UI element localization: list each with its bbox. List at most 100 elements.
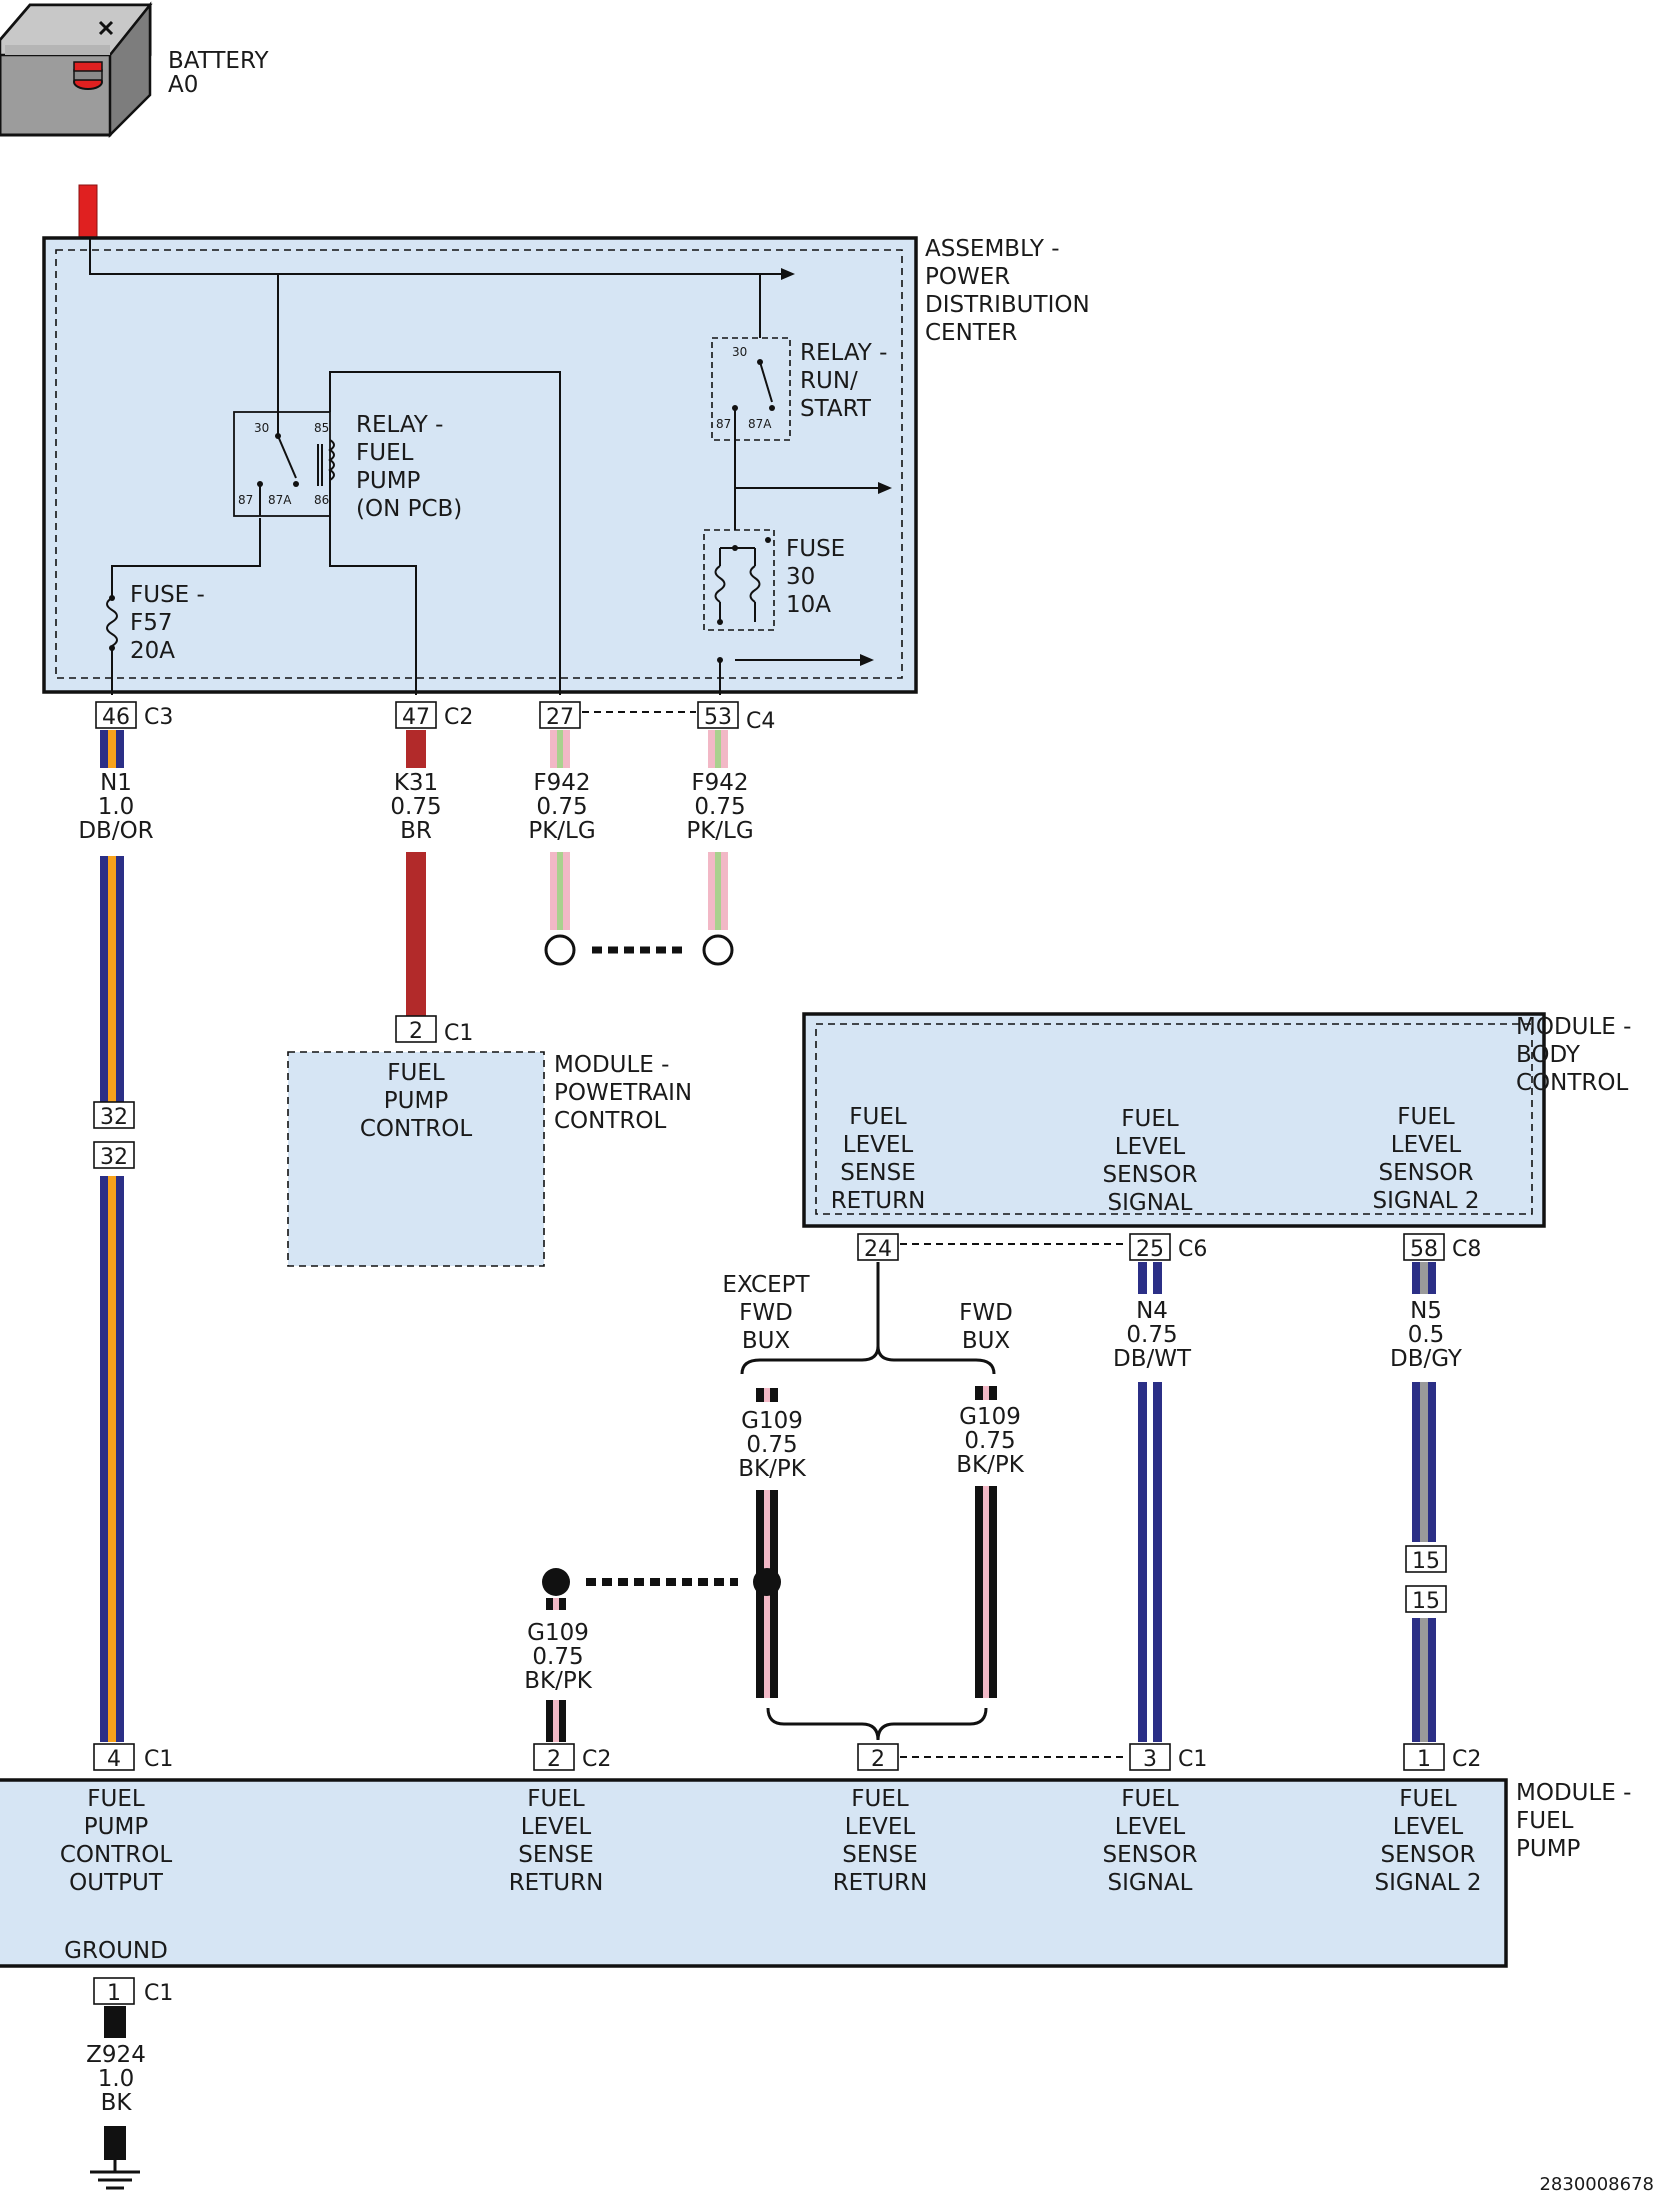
fpm-pin-2-c2	[533, 1743, 575, 1771]
fuse-f57-label: F57	[130, 610, 173, 636]
pdc-internal-boundary	[55, 249, 903, 679]
fpm-pin-function-1: LEVEL	[1393, 1814, 1464, 1840]
fpm-conn-ground: C1	[144, 1981, 173, 2006]
fpm-ground-function: GROUND	[64, 1938, 168, 1964]
wire-g109-a	[753, 1388, 781, 1698]
wire-n5-color: DB/GY	[1390, 1346, 1463, 1372]
inline-connector-32-bottom-label: 32	[100, 1145, 128, 1170]
pdc-title: DISTRIBUTION	[925, 292, 1090, 318]
bcm-pin-function-24: LEVEL	[843, 1132, 914, 1158]
bcm-pin-function-25: LEVEL	[1115, 1134, 1186, 1160]
ground-branch-junction	[740, 1262, 996, 1375]
pcm-function: FUEL	[387, 1060, 445, 1086]
pdc-conn-c4: C4	[746, 709, 775, 734]
fpm-title: PUMP	[1516, 1836, 1581, 1862]
branch-except-fwd-bux: EXCEPT	[722, 1272, 810, 1298]
inline-connector-32-top	[93, 1101, 135, 1129]
fpm-conn-c1: C1	[144, 1747, 173, 1772]
fpm-pin-3-label: 3	[1143, 1747, 1157, 1772]
fuse-30-label: FUSE	[786, 536, 845, 562]
bcm-title: CONTROL	[1516, 1070, 1629, 1096]
pdc-pin-46-label: 46	[102, 705, 130, 730]
relay-run-start-label: RUN/	[800, 368, 858, 394]
relay-fuel-pump-icon	[233, 411, 335, 517]
wire-g109-c-color: BK/PK	[524, 1668, 592, 1694]
fpm-pin-function-2-c1: RETURN	[833, 1870, 928, 1896]
battery-icon	[0, 1, 153, 139]
wire-n4-color: DB/WT	[1113, 1346, 1192, 1372]
pcm-function: CONTROL	[360, 1116, 473, 1142]
fpm-pin-function-3: LEVEL	[1115, 1814, 1186, 1840]
wire-f942-a-gauge: 0.75	[536, 794, 587, 820]
relay-run-start-label: START	[800, 396, 872, 422]
pdc-pin-47-label: 47	[402, 705, 430, 730]
wire-g109-c-code: G109	[527, 1620, 589, 1646]
relay-fuel-pump-label: FUEL	[356, 440, 414, 466]
fpm-pin-function-2-c2: SENSE	[518, 1842, 593, 1868]
bcm-title: MODULE -	[1516, 1014, 1631, 1040]
fpm-conn-c1-b: C1	[1178, 1747, 1207, 1772]
fuse-30-label: 30	[786, 564, 815, 590]
fpm-pin-3	[1129, 1743, 1171, 1771]
fpm-pin-1	[1403, 1743, 1445, 1771]
wire-g109-a-color: BK/PK	[738, 1456, 806, 1482]
bcm-pin-function-25: FUEL	[1121, 1106, 1179, 1132]
wire-g109-a-code: G109	[741, 1408, 803, 1434]
wire-f942-a-color: PK/LG	[528, 818, 595, 844]
wire-z924-code: Z924	[86, 2042, 146, 2068]
fpm-pin-function-3: SIGNAL	[1108, 1870, 1193, 1896]
fpm-pin-function-4: FUEL	[87, 1786, 145, 1812]
pdc-pin-27-label: 27	[546, 705, 574, 730]
wire-g109-a-gauge: 0.75	[746, 1432, 797, 1458]
relay-run-start-terminal-30: 30	[732, 345, 747, 359]
wire-g109-b-color: BK/PK	[956, 1452, 1024, 1478]
fpm-conn-c2-b: C2	[1452, 1747, 1481, 1772]
inline-connector-15-top-label: 15	[1412, 1549, 1440, 1574]
fpm-pin-function-2-c2: RETURN	[509, 1870, 604, 1896]
power-distribution-center	[42, 236, 918, 694]
wire-g109-b-gauge: 0.75	[964, 1428, 1015, 1454]
wire-f942-b-code: F942	[691, 770, 748, 796]
bcm-pin-function-58: SENSOR	[1378, 1160, 1473, 1186]
pcm-title: POWETRAIN	[554, 1080, 692, 1106]
wire-k31-color: BR	[400, 818, 432, 844]
wire-f942-b-gauge: 0.75	[694, 794, 745, 820]
branch-fwd-bux: FWD	[959, 1300, 1013, 1326]
fpm-pin-2-c1-label: 2	[871, 1747, 885, 1772]
wire-n4-gauge: 0.75	[1126, 1322, 1177, 1348]
wire-f942-a-code: F942	[533, 770, 590, 796]
fpm-title: MODULE -	[1516, 1780, 1631, 1806]
wire-n1-code: N1	[100, 770, 132, 796]
relay-terminal-30: 30	[254, 421, 269, 435]
wire-g109-c-gauge: 0.75	[532, 1644, 583, 1670]
wire-n5-code: N5	[1410, 1298, 1442, 1324]
fuse-f57-icon	[106, 595, 118, 651]
figure-id: 2830008678	[1539, 2174, 1654, 2195]
pcm-pin-2	[395, 1015, 437, 1043]
relay-terminal-85: 85	[314, 421, 329, 435]
fuse-30-icon	[703, 529, 775, 663]
fpm-pin-function-4: PUMP	[84, 1814, 149, 1840]
wire-g109-c	[542, 1568, 570, 1742]
relay-run-start-terminal-87a: 87A	[748, 417, 772, 431]
bcm-pin-function-24: RETURN	[831, 1188, 926, 1214]
pdc-title: POWER	[925, 264, 1010, 290]
fpm-pin-function-2-c1: LEVEL	[845, 1814, 916, 1840]
bcm-conn-c6: C6	[1178, 1237, 1207, 1262]
bcm-internal-boundary	[815, 1023, 1533, 1215]
ground-merge-bracket	[766, 1707, 988, 1741]
wire-n4-code: N4	[1136, 1298, 1168, 1324]
battery-cable	[78, 184, 98, 238]
pdc-pin-53-label: 53	[704, 705, 732, 730]
inline-connector-32-bottom	[93, 1141, 135, 1169]
inline-connector-15-top	[1405, 1545, 1447, 1573]
fpm-pin-2-c1	[857, 1743, 899, 1771]
fpm-pin-function-1: FUEL	[1399, 1786, 1457, 1812]
bcm-pin-function-58: SIGNAL 2	[1373, 1188, 1480, 1214]
pcm-pin-2-label: 2	[409, 1019, 423, 1044]
pdc-pin-46	[95, 701, 137, 729]
fpm-pin-function-4: OUTPUT	[69, 1870, 164, 1896]
battery-label: BATTERY	[168, 48, 269, 74]
pdc-pin-47	[395, 701, 437, 729]
